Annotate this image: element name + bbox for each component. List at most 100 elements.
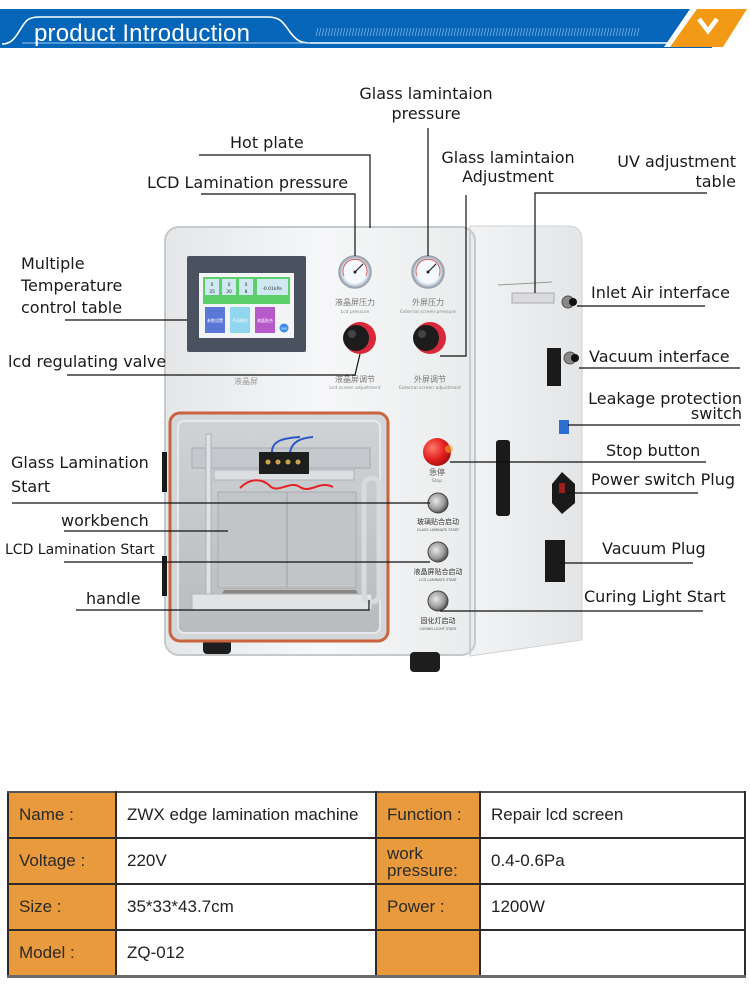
hatch-mark [315, 27, 319, 37]
stop-caption-cn: 急停 [429, 467, 445, 477]
hatch-mark [600, 27, 604, 37]
hatch-mark [624, 27, 628, 37]
red-wires [239, 479, 334, 490]
touchscreen-pressure-readout: -0.01kPa [262, 286, 282, 292]
touchscreen-value: 0 [211, 282, 214, 288]
touchscreen-lang-toggle[interactable] [279, 323, 289, 333]
hatch-mark [333, 27, 337, 37]
hatch-mark [525, 27, 529, 37]
hatch-mark [597, 27, 601, 37]
label-power-switch-plug: Power switch Plug [591, 470, 736, 489]
spec-value: 1200W [479, 883, 746, 931]
hatch-mark [324, 27, 328, 37]
hatch-mark [567, 27, 571, 37]
label-line: Leakage protection [588, 389, 742, 408]
ext-adjust-caption-cn: 外屏调节 [414, 374, 446, 384]
touchscreen-button-label: 参数设置 [207, 317, 223, 323]
hatch-mark [483, 27, 487, 37]
chamber-rod [205, 433, 212, 605]
spec-value [479, 929, 746, 977]
hatch-mark [546, 27, 550, 37]
power-switch-rocker[interactable] [559, 483, 565, 493]
hatch-mark [336, 27, 340, 37]
external-pressure-caption-cn: 外屏压力 [412, 297, 444, 307]
lcd-start-caption-cn: 液晶屏贴合启动 [414, 567, 463, 576]
hatch-mark [456, 27, 460, 37]
hatch-mark [552, 27, 556, 37]
machine-illustration: 0 0 0 35 30 8 -0.01kPa 参数设置 手动操作 液晶贴合 EN… [12, 128, 740, 672]
hatch-mark [603, 27, 607, 37]
spec-key: Model : [7, 929, 117, 977]
lcd-start-caption-en: LCD LAMINATE START [419, 578, 458, 582]
label-hot-plate: Hot plate [230, 133, 304, 152]
touchscreen-value: 8 [245, 289, 248, 295]
label-uv-adjustment-table: UV adjustment table [596, 152, 736, 192]
touchscreen-button-manual[interactable] [230, 307, 250, 333]
label-stop-button: Stop button [606, 441, 701, 460]
lcd-pressure-caption-en: Lcd pressure [341, 309, 370, 315]
inlet-air-connector[interactable] [561, 295, 577, 309]
machine-foot-right [410, 652, 440, 672]
touchscreen-button-params[interactable] [205, 307, 225, 333]
banner-hatch [315, 27, 640, 37]
hatch-mark [555, 27, 559, 37]
hatch-mark [522, 27, 526, 37]
glass-lamination-start-button[interactable] [427, 492, 449, 514]
door-handle[interactable] [361, 475, 382, 605]
curing-light-start-button[interactable] [427, 590, 449, 612]
side-vent-slot [496, 440, 510, 516]
hatch-mark [423, 27, 427, 37]
hatch-mark [579, 27, 583, 37]
hatch-mark [540, 27, 544, 37]
touchscreen-value: 30 [226, 289, 232, 295]
glass-regulating-valve[interactable] [413, 322, 446, 354]
hatch-mark [318, 27, 322, 37]
touchscreen-button-lcd[interactable] [255, 307, 275, 333]
hatch-mark [345, 27, 349, 37]
label-line: Glass lamintaion [359, 84, 493, 103]
external-pressure-gauge [411, 255, 445, 289]
hatch-mark [408, 27, 412, 37]
hatch-mark [549, 27, 553, 37]
lcd-regulating-valve[interactable] [343, 322, 376, 354]
hatch-mark [339, 27, 343, 37]
hatch-mark [477, 27, 481, 37]
label-lcd-lamination-start: LCD Lamination Start [5, 542, 155, 558]
hatch-mark [462, 27, 466, 37]
hatch-mark [474, 27, 478, 37]
hatch-mark [543, 27, 547, 37]
spec-value: ZWX edge lamination machine [115, 791, 377, 839]
hatch-mark [519, 27, 523, 37]
machine-side-panel [469, 225, 583, 657]
hatch-mark [396, 27, 400, 37]
banner-underline [0, 44, 712, 48]
vacuum-plug[interactable] [545, 540, 565, 582]
hatch-mark [444, 27, 448, 37]
hatch-mark [357, 27, 361, 37]
touchscreen[interactable]: 0 0 0 35 30 8 -0.01kPa 参数设置 手动操作 液晶贴合 EN… [187, 256, 306, 352]
hatch-mark [327, 27, 331, 37]
screen-caption: 液晶屏 [234, 376, 258, 386]
hatch-mark [330, 27, 334, 37]
logo-v-icon [697, 17, 719, 35]
hatch-mark [585, 27, 589, 37]
hatch-mark [606, 27, 610, 37]
vacuum-chamber-door[interactable] [162, 411, 390, 643]
hatch-mark [612, 27, 616, 37]
label-vacuum-plug: Vacuum Plug [602, 539, 706, 558]
hatch-mark [381, 27, 385, 37]
hatch-mark [471, 27, 475, 37]
vacuum-interface-connector[interactable] [563, 351, 579, 365]
uv-adjustment-table[interactable] [497, 281, 555, 304]
hatch-mark [594, 27, 598, 37]
leakage-protection-switch[interactable] [559, 420, 569, 434]
hatch-mark [372, 27, 376, 37]
spec-value: Repair lcd screen [479, 791, 746, 839]
hatch-mark [387, 27, 391, 37]
hatch-mark [573, 27, 577, 37]
hatch-mark [399, 27, 403, 37]
lcd-lamination-start-button[interactable] [427, 541, 449, 563]
stop-button[interactable] [423, 438, 453, 466]
